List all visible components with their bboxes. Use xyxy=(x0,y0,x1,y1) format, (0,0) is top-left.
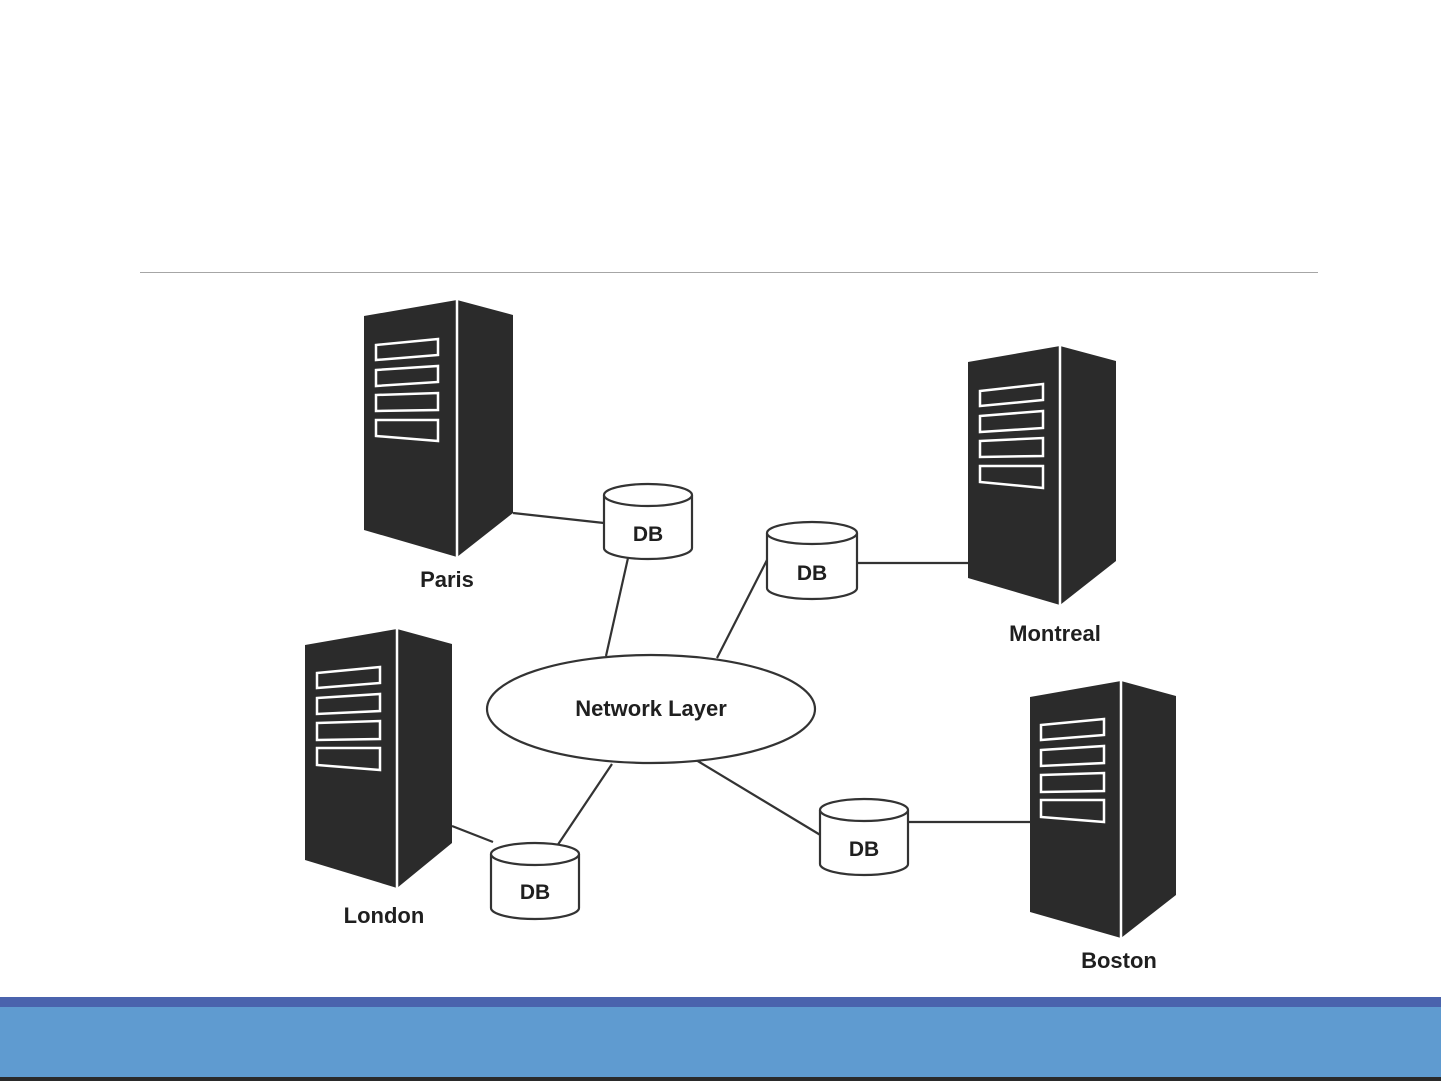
db-london: DB xyxy=(491,843,579,919)
link-london-db-network xyxy=(557,764,612,846)
label-london: London xyxy=(344,903,425,928)
footer-edge xyxy=(0,1077,1441,1081)
distributed-database-diagram: DB DB DB DB Network Layer Paris Montreal… xyxy=(0,0,1441,1000)
server-london xyxy=(305,629,452,888)
link-paris-db xyxy=(513,513,604,523)
db-montreal-label: DB xyxy=(797,562,827,585)
label-paris: Paris xyxy=(420,567,474,592)
db-boston-label: DB xyxy=(849,838,879,861)
db-boston: DB xyxy=(820,799,908,875)
label-boston: Boston xyxy=(1081,948,1157,973)
db-paris-label: DB xyxy=(633,523,663,546)
footer-accent-stripe xyxy=(0,997,1441,1007)
db-paris: DB xyxy=(604,484,692,559)
link-paris-db-network xyxy=(606,558,628,656)
network-layer: Network Layer xyxy=(487,655,815,763)
footer-band xyxy=(0,997,1441,1081)
label-montreal: Montreal xyxy=(1009,621,1101,646)
link-boston-db-network xyxy=(696,760,822,836)
network-layer-label: Network Layer xyxy=(575,696,727,721)
db-montreal: DB xyxy=(767,522,857,599)
link-montreal-db-network xyxy=(717,560,767,658)
server-montreal xyxy=(968,346,1116,605)
link-london-db xyxy=(452,826,493,842)
footer-bar xyxy=(0,1007,1441,1077)
server-boston xyxy=(1030,681,1176,938)
server-paris xyxy=(364,300,513,557)
db-london-label: DB xyxy=(520,881,550,904)
